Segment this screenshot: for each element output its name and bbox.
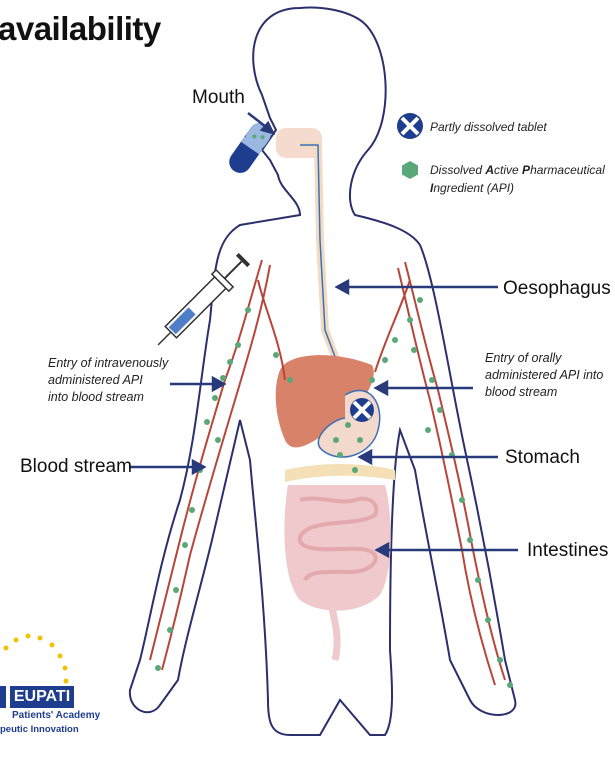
legend-tablet-label: Partly dissolved tablet [430, 118, 547, 136]
oesophagus-label: Oesophagus [503, 278, 611, 300]
logo-side-bar [0, 686, 6, 708]
stomach-tablet [350, 398, 374, 422]
mouth-label: Mouth [192, 87, 245, 109]
logo-name: EUPATI [10, 686, 74, 708]
syringe-icon [150, 250, 253, 353]
iv-annotation-line2: administered API [48, 372, 168, 389]
blood-stream-label: Blood stream [20, 456, 132, 478]
oral-annotation-line1: Entry of orally [485, 350, 603, 367]
legend-api-icon [402, 161, 418, 179]
legend-tablet-icon [397, 113, 423, 139]
logo-tagline-1: Patients' Academy [12, 710, 100, 721]
logo-tagline-2: peutic Innovation [0, 724, 79, 735]
oesophagus-tube [300, 145, 340, 370]
oral-entry-annotation: Entry of orally administered API into bl… [485, 350, 603, 401]
intestines-label: Intestines [527, 540, 608, 562]
oral-annotation-line3: blood stream [485, 384, 603, 401]
pancreas [285, 464, 395, 482]
iv-entry-annotation: Entry of intravenously administered API … [48, 355, 168, 406]
iv-annotation-line3: into blood stream [48, 389, 168, 406]
intestines [284, 485, 390, 660]
oral-annotation-line2: administered API into [485, 367, 603, 384]
iv-annotation-line1: Entry of intravenously [48, 355, 168, 372]
legend-api-label: Dissolved Active Pharmaceutical Ingredie… [430, 161, 605, 197]
stomach-label: Stomach [505, 447, 580, 469]
eupati-logo: EUPATI Patients' Academy peutic Innovati… [0, 628, 80, 757]
